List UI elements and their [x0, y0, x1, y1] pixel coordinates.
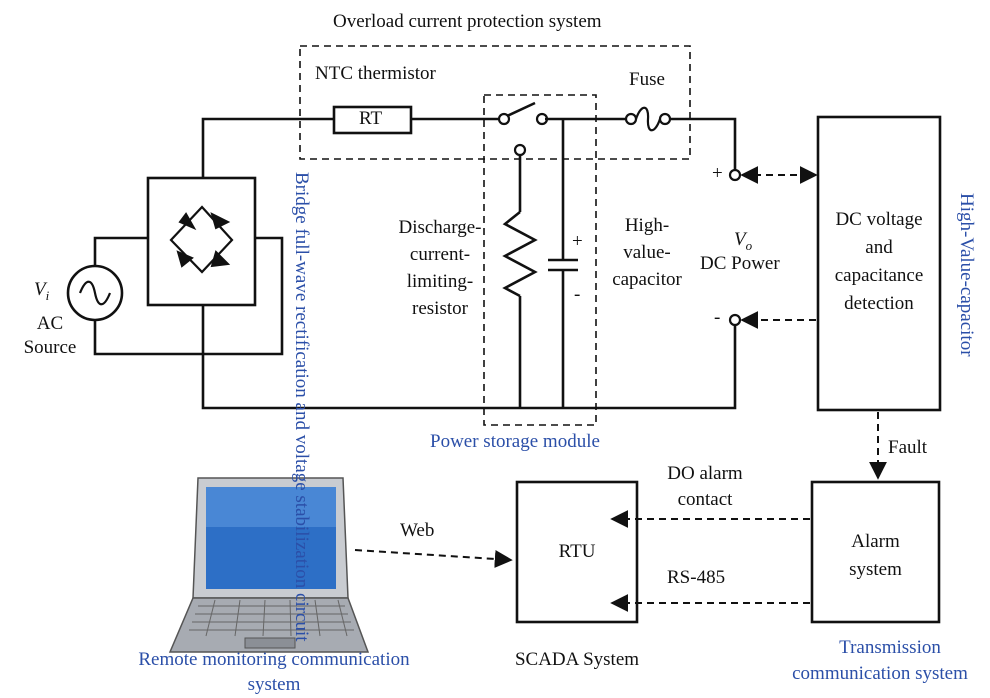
discharge-label-line1: Discharge- [398, 217, 482, 238]
remote-line2: system [247, 674, 301, 695]
dc-detect-line4: detection [844, 293, 914, 314]
discharge-label-line2: current- [409, 244, 471, 265]
bridge-label: Bridge full-wave rectification and volta… [291, 172, 312, 642]
rtu-box [515, 480, 639, 624]
dc-detect-line1: DC voltage [835, 209, 923, 230]
source-label: Source [23, 337, 77, 358]
bottom-wire [201, 305, 737, 410]
fuse-label: Fuse [629, 69, 665, 90]
diode-4 [210, 250, 231, 268]
vo-label: Vo [734, 229, 753, 253]
ac-sine [78, 280, 112, 306]
transmission-line1: Transmission [839, 637, 941, 658]
terminal-plus [728, 168, 742, 182]
ac-label: AC [36, 313, 64, 334]
diode-2 [210, 212, 231, 230]
vi-label: Vi [34, 279, 50, 303]
ntc-label: NTC thermistor [315, 63, 436, 84]
ac-wire-bottom [93, 236, 284, 356]
bridge-box [146, 176, 257, 307]
diode-3 [176, 250, 194, 268]
fault-label: Fault [888, 437, 928, 458]
transmission-line2: communication system [792, 663, 968, 684]
fuse-element [634, 106, 662, 132]
high-value-label-line1: High- [624, 215, 670, 236]
high-value-capacitor-side-label: High-Value-capacitor [956, 193, 977, 357]
do-alarm-line2: contact [677, 489, 733, 510]
discharge-label-line3: limiting- [406, 271, 474, 292]
dc-detect-line2: and [865, 237, 893, 258]
remote-line1: Remote monitoring communication [138, 649, 410, 670]
high-value-label-line2: value- [623, 242, 671, 263]
web-label: Web [400, 520, 435, 541]
fuse-end-left [624, 112, 638, 126]
top-wire-right [670, 117, 737, 170]
power-storage-label: Power storage module [430, 431, 600, 452]
fuse-end-right [658, 112, 672, 126]
high-value-label-line3: capacitor [612, 269, 682, 290]
overload-frame [299, 45, 691, 160]
switch-contact-right [535, 112, 549, 126]
arrow-web [354, 549, 513, 568]
ac-wire-top [93, 236, 148, 266]
capacitor-plus: + [572, 231, 583, 252]
rt-resistor [332, 105, 413, 135]
alarm-line2: system [849, 559, 902, 580]
ac-source-circle [66, 264, 124, 322]
rt-label: RT [359, 108, 383, 129]
discharge-resistor [502, 210, 538, 298]
output-minus: - [714, 307, 721, 328]
output-plus: + [712, 163, 723, 184]
power-storage-frame [483, 94, 597, 426]
laptop-icon [168, 477, 370, 653]
alarm-line1: Alarm [851, 531, 900, 552]
switch-contact-left [497, 112, 511, 126]
dc-power-label: DC Power [700, 253, 780, 274]
dc-detection-box [816, 115, 942, 412]
terminal-minus [728, 313, 742, 327]
bridge-diamond [169, 205, 234, 274]
capacitor-minus: - [574, 284, 581, 305]
switch-contact-lower [513, 143, 527, 157]
diode-1 [178, 212, 197, 231]
alarm-box [810, 480, 941, 624]
discharge-label-line4: resistor [412, 298, 468, 319]
rtu-label: RTU [558, 541, 596, 562]
do-alarm-line1: DO alarm [667, 463, 743, 484]
dc-detect-line3: capacitance [834, 265, 924, 286]
overload-title: Overload current protection system [333, 11, 602, 32]
switch-arm [506, 101, 536, 118]
rs485-label: RS-485 [667, 567, 726, 588]
top-wire [201, 117, 334, 178]
scada-label: SCADA System [514, 649, 640, 670]
